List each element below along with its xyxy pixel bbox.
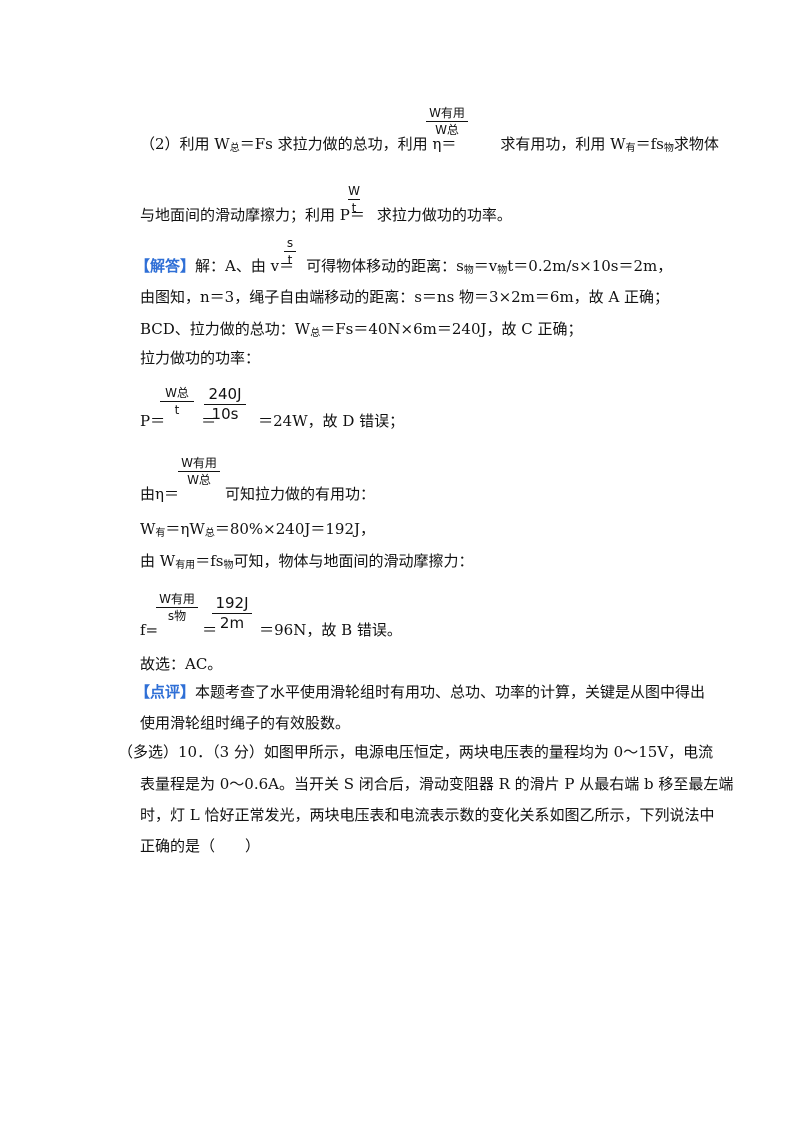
solution-line-3: BCD、拉力做的总功：W总＝Fs＝40N×6m＝240J，故 C 正确； [140, 320, 583, 339]
solution-line-9: f=＝＝96N，故 B 错误。 [140, 621, 402, 639]
question-10-line-2: 表量程是为 0～0.6A。当开关 S 闭合后，滑动变阻器 R 的滑片 P 从最右… [140, 775, 734, 793]
comment-line-1: 【点评】本题考查了水平使用滑轮组时有用功、总功、功率的计算，关键是从图中得出 [135, 683, 706, 701]
question-10-line-1: （多选）10．（3 分）如图甲所示，电源电压恒定，两块电压表的量程均为 0～15… [118, 743, 714, 761]
solution-line-7: W有＝ηW总＝80%×240J＝192J， [140, 520, 376, 539]
solution-line-5: P＝＝＝24W，故 D 错误； [140, 412, 405, 430]
comment-label: 【点评】 [135, 683, 196, 701]
answer-choice: 故选：AC。 [140, 655, 223, 673]
answer-label: 【解答】 [135, 257, 196, 275]
solution-line-4: 拉力做功的功率： [140, 349, 261, 367]
solution-line-1: 【解答】解：A、由 v＝可得物体移动的距离：s物＝v物t＝0.2m/s×10s＝… [135, 257, 673, 276]
question-10-line-3: 时，灯 L 恰好正常发光，两块电压表和电流表示数的变化关系如图乙所示，下列说法中 [140, 806, 715, 824]
analysis-line-2: 与地面间的滑动摩擦力；利用 P＝求拉力做功的功率。 [140, 206, 512, 224]
solution-line-8: 由 W有用＝fs物可知，物体与地面间的滑动摩擦力： [140, 552, 474, 571]
question-10-line-4: 正确的是（ ） [140, 837, 261, 855]
comment-line-2: 使用滑轮组时绳子的有效股数。 [140, 714, 351, 732]
solution-line-6: 由η＝可知拉力做的有用功： [140, 485, 376, 503]
solution-line-2: 由图知，n＝3，绳子自由端移动的距离：s＝ns 物＝3×2m＝6m，故 A 正确… [140, 288, 670, 306]
analysis-line-1: （2）利用 W总＝Fs 求拉力做的总功，利用 η＝求有用功，利用 W有＝fs物求… [140, 135, 719, 154]
